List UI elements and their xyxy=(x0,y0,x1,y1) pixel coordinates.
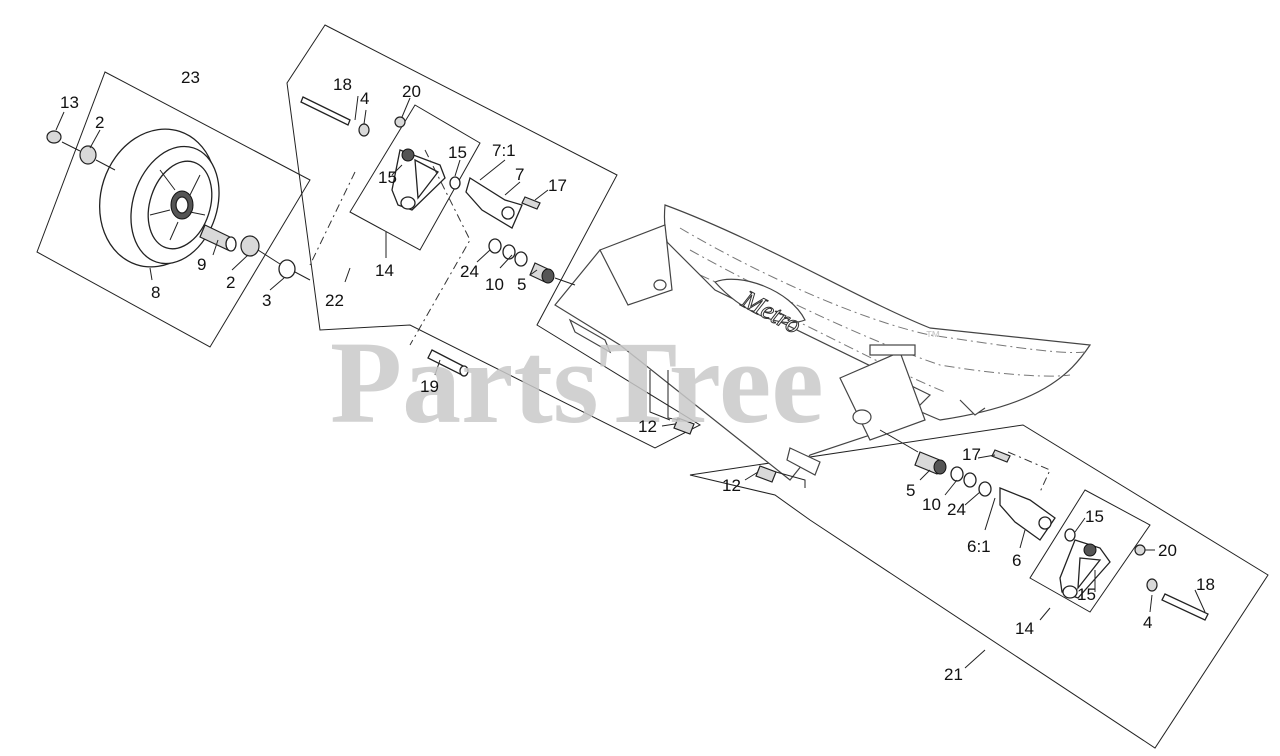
washer-10-right-a xyxy=(950,466,964,482)
bushing-5-left xyxy=(529,262,555,284)
callout-19: 19 xyxy=(420,377,439,396)
callout-18-left: 18 xyxy=(333,75,352,94)
callout-21: 21 xyxy=(944,665,963,684)
right-bracket-assembly-frame xyxy=(689,424,1269,749)
callout-3: 3 xyxy=(262,291,271,310)
callout-14-left: 14 xyxy=(375,261,394,280)
callout-7-1: 7:1 xyxy=(492,141,516,160)
bolt-17-right xyxy=(991,449,1011,463)
washer-24-right xyxy=(978,481,992,497)
washer-15-right xyxy=(1064,528,1076,542)
bolt-18-left xyxy=(300,96,351,126)
callout-22: 22 xyxy=(325,291,344,310)
bolt-12-upper xyxy=(673,417,695,435)
callout-20-left: 20 xyxy=(402,82,421,101)
callout-8: 8 xyxy=(151,283,160,302)
callout-5-left: 5 xyxy=(517,275,526,294)
nut-20-right xyxy=(1134,544,1146,556)
arm-15-left xyxy=(391,148,446,211)
bolt-18-right xyxy=(1161,593,1209,621)
nut-20-left xyxy=(394,116,406,128)
washer-10-right-b xyxy=(963,472,977,488)
callout-2-inner: 2 xyxy=(226,273,235,292)
callout-23: 23 xyxy=(181,68,200,87)
callout-13: 13 xyxy=(60,93,79,112)
washer-4-left xyxy=(358,123,370,137)
washer-15-left xyxy=(449,176,461,190)
washer-10-left-b xyxy=(514,251,528,267)
callout-24-right: 24 xyxy=(947,500,966,519)
bolt-17-left xyxy=(521,196,541,210)
washer-24-left xyxy=(488,238,502,254)
washer-4-right xyxy=(1146,578,1158,592)
callout-15-right-arm: 15 xyxy=(1077,585,1096,604)
arm-15-right xyxy=(1059,539,1111,599)
left-arm-inner-frame xyxy=(349,104,481,251)
wheel-assembly-frame xyxy=(36,71,311,348)
callout-10-right: 10 xyxy=(922,495,941,514)
spacer-2-inner xyxy=(240,235,260,257)
callout-17-right: 17 xyxy=(962,445,981,464)
bolt-12-lower xyxy=(755,465,777,483)
left-bracket-assembly-frame xyxy=(286,24,702,449)
bushing-5-right xyxy=(914,451,947,475)
watermark-trademark: ™ xyxy=(925,329,941,346)
mower-deck: Metro xyxy=(554,204,1092,481)
right-arm-inner-frame xyxy=(1029,489,1151,613)
plate-6-right xyxy=(999,487,1056,541)
callout-15-left-washer: 15 xyxy=(448,143,467,162)
callout-12-lower: 12 xyxy=(722,476,741,495)
callout-5-right: 5 xyxy=(906,481,915,500)
washer-10-left-a xyxy=(502,244,516,260)
plate-7-left xyxy=(465,176,523,229)
callout-10-left: 10 xyxy=(485,275,504,294)
axle-bushing-9 xyxy=(199,224,237,252)
wheel xyxy=(98,128,220,268)
watermark-text: PartsTree xyxy=(330,317,824,448)
callout-4-right: 4 xyxy=(1143,613,1152,632)
callout-7: 7 xyxy=(515,165,524,184)
callout-20-right: 20 xyxy=(1158,541,1177,560)
callout-14-right: 14 xyxy=(1015,619,1034,638)
washer-3 xyxy=(278,259,296,279)
callout-6: 6 xyxy=(1012,551,1021,570)
callout-24-left: 24 xyxy=(460,262,479,281)
callout-15-left-arm: 15 xyxy=(378,168,397,187)
callout-9: 9 xyxy=(197,255,206,274)
callout-18-right: 18 xyxy=(1196,575,1215,594)
callout-4-left: 4 xyxy=(360,89,369,108)
callout-15-right-washer: 15 xyxy=(1085,507,1104,526)
callout-12-upper: 12 xyxy=(638,417,657,436)
callout-17-left: 17 xyxy=(548,176,567,195)
callout-2-outer: 2 xyxy=(95,113,104,132)
bolt-13 xyxy=(46,130,62,144)
spacer-2-outer xyxy=(79,145,97,165)
callout-6-1: 6:1 xyxy=(967,537,991,556)
